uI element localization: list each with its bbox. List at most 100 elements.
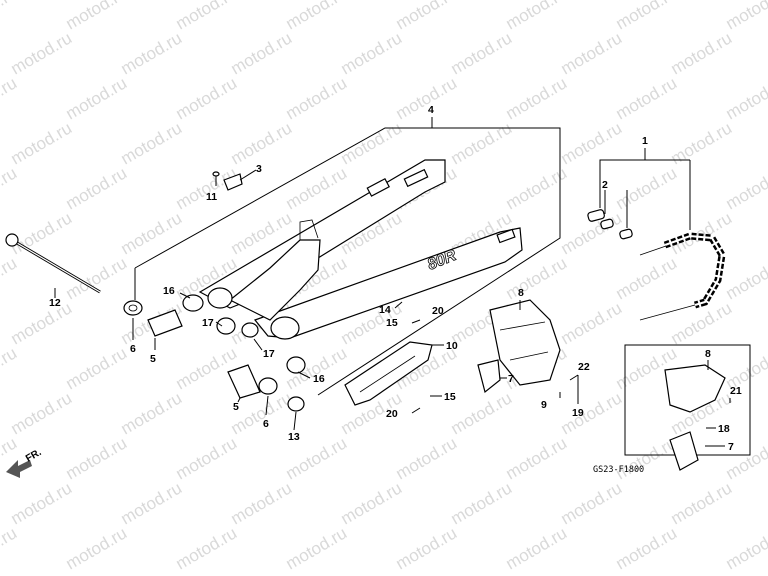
callout-8a: 8 — [518, 287, 524, 299]
watermark-text: motod.ru — [558, 298, 626, 348]
watermark-text: motod.ru — [0, 73, 20, 123]
watermark-text: motod.ru — [448, 388, 516, 438]
callout-13: 13 — [288, 431, 300, 443]
callout-5a: 5 — [150, 353, 156, 365]
callout-7a: 7 — [508, 373, 514, 385]
watermark-text: motod.ru — [63, 163, 131, 213]
watermark-text: motod.ru — [0, 343, 20, 393]
watermark-text: motod.ru — [63, 343, 131, 393]
watermark-text: motod.ru — [8, 118, 76, 168]
watermark-text: motod.ru — [63, 253, 131, 303]
watermark-text: motod.ru — [173, 343, 241, 393]
callout-11: 11 — [206, 191, 217, 203]
watermark-text: motod.ru — [173, 0, 241, 33]
callout-5b: 5 — [233, 401, 239, 413]
watermark-text: motod.ru — [613, 163, 681, 213]
callout-16b: 16 — [313, 373, 325, 385]
watermark-text: motod.ru — [558, 28, 626, 78]
watermark-text: motod.ru — [338, 118, 406, 168]
callout-2: 2 — [602, 179, 608, 191]
callout-8b: 8 — [705, 348, 711, 360]
watermark-text: motod.ru — [63, 0, 131, 33]
callout-14: 14 — [379, 304, 391, 316]
watermark-text: motod.ru — [0, 0, 20, 33]
watermark-text: motod.ru — [723, 253, 768, 303]
watermark-text: motod.ru — [393, 433, 461, 483]
watermark-text: motod.ru — [668, 478, 736, 528]
callout-1: 1 — [642, 135, 648, 147]
watermark-text: motod.ru — [723, 523, 768, 573]
callout-6a: 6 — [130, 343, 136, 355]
front-direction-label: FR. — [24, 447, 44, 465]
watermark-text: motod.ru — [228, 478, 296, 528]
watermark-text: motod.ru — [8, 298, 76, 348]
watermark-text: motod.ru — [0, 163, 20, 213]
watermark-text: motod.ru — [118, 118, 186, 168]
callout-15b: 15 — [444, 391, 456, 403]
chain-slider — [344, 341, 433, 406]
watermark-text: motod.ru — [393, 523, 461, 573]
callout-labels: 1 2 3 4 5 5 6 6 7 7 8 8 9 10 11 12 13 14… — [49, 104, 742, 453]
watermark-text: motod.ru — [283, 523, 351, 573]
watermark-text: motod.ru — [393, 0, 461, 33]
watermark-text: motod.ru — [228, 388, 296, 438]
callout-9: 9 — [541, 399, 547, 411]
watermark-text: motod.ru — [283, 163, 351, 213]
watermark-text: motod.ru — [8, 388, 76, 438]
chain-guide-detail — [624, 344, 751, 471]
watermark-text: motod.ru — [338, 478, 406, 528]
watermark-text: motod.ru — [558, 388, 626, 438]
watermark-text: motod.ru — [118, 388, 186, 438]
watermark-text: motod.ru — [8, 478, 76, 528]
watermark-text: motod.ru — [0, 253, 20, 303]
watermark-text: motod.ru — [668, 28, 736, 78]
watermark-text: motod.ru — [613, 523, 681, 573]
watermark-text: motod.ru — [668, 118, 736, 168]
clip-part — [212, 171, 243, 191]
callout-4: 4 — [428, 104, 434, 116]
swingarm: 80R — [198, 159, 523, 340]
callout-18: 18 — [718, 423, 730, 435]
callout-16a: 16 — [163, 285, 175, 297]
watermark-text: motod.ru — [558, 478, 626, 528]
watermark-text: motod.ru — [118, 208, 186, 258]
watermark-text: motod.ru — [393, 73, 461, 123]
watermark-text: motod.ru — [173, 73, 241, 123]
watermark-text: motod.ru — [503, 253, 571, 303]
watermark-text: motod.ru — [173, 433, 241, 483]
callout-22: 22 — [578, 361, 590, 373]
callout-6b: 6 — [263, 418, 269, 430]
watermark-text: motod.ru — [723, 0, 768, 33]
callout-7b: 7 — [728, 441, 734, 453]
watermark-text: motod.ru — [723, 73, 768, 123]
watermark-text: motod.ru — [613, 253, 681, 303]
watermark-text: motod.ru — [118, 478, 186, 528]
watermark-text: motod.ru — [338, 28, 406, 78]
pivot-parts-lower — [227, 364, 305, 412]
watermark-text: motod.ru — [63, 433, 131, 483]
watermark-text: motod.ru — [723, 163, 768, 213]
callout-17a: 17 — [202, 317, 214, 329]
watermark-text: motod.ru — [613, 0, 681, 33]
drive-chain — [639, 232, 726, 321]
watermark-text: motod.ru — [503, 523, 571, 573]
watermark-text: motod.ru — [228, 28, 296, 78]
leader-lines — [54, 117, 731, 447]
callout-19: 19 — [572, 407, 584, 419]
watermark-text: motod.ru — [558, 118, 626, 168]
watermark-text: motod.ru — [63, 73, 131, 123]
swingarm-group-outline — [134, 127, 561, 396]
watermark-text: motod.ru — [668, 208, 736, 258]
watermark-text: motod.ru — [8, 28, 76, 78]
watermark-text: motod.ru — [613, 73, 681, 123]
callout-17b: 17 — [263, 348, 275, 360]
watermark-text: motod.ru — [8, 208, 76, 258]
watermark-text: motod.ru — [228, 118, 296, 168]
callout-20a: 20 — [432, 305, 444, 317]
watermark-text: motod.ru — [118, 28, 186, 78]
watermark-text: motod.ru — [63, 523, 131, 573]
callout-12: 12 — [49, 297, 61, 309]
watermark-text: motod.ru — [448, 478, 516, 528]
watermark-text: motod.ru — [173, 523, 241, 573]
